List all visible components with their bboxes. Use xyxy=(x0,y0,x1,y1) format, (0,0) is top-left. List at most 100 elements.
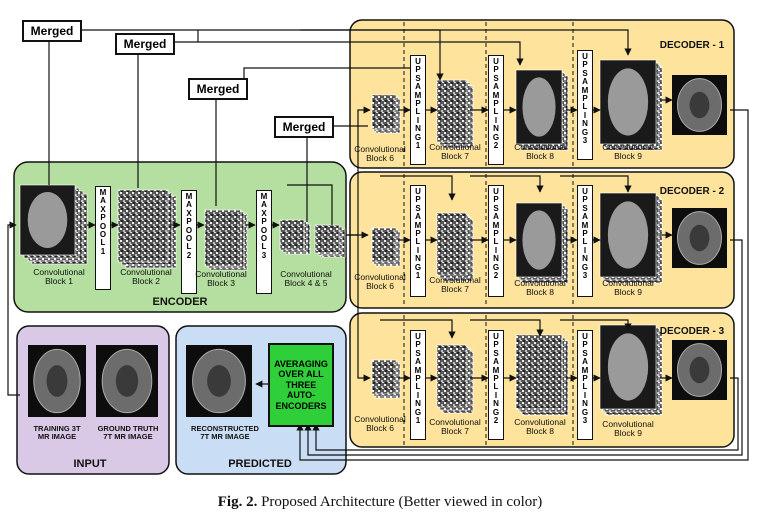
decoder-2-block-8-maps-brain xyxy=(522,210,556,270)
decoder-1-block-9-maps-brain xyxy=(607,68,649,136)
figure-caption: Fig. 2. Proposed Architecture (Better vi… xyxy=(0,494,760,511)
upsampling-letter: N xyxy=(415,399,421,409)
ground-truth-7t-image-ventricle xyxy=(115,365,139,397)
decoder-1-block-6-maps xyxy=(371,94,397,130)
upsampling-letter: S xyxy=(493,203,499,213)
decoder-1-block-7-label: Convolutional Block 7 xyxy=(429,142,481,162)
maxpool-letter: O xyxy=(99,221,107,231)
upsampling-letter: A xyxy=(582,212,588,222)
maxpool-letter: X xyxy=(100,204,106,214)
decoder-2-block-9-maps-brain xyxy=(607,201,649,269)
upsampling-letter: M xyxy=(492,365,500,375)
upsampling-letter: N xyxy=(493,399,499,409)
maxpool-letter: M xyxy=(99,188,107,197)
upsampling-letter: A xyxy=(493,212,499,222)
decoder-2-block-9-label: Convolutional Block 9 xyxy=(602,278,654,298)
merged-label-4: Merged xyxy=(274,116,334,138)
decoder-2-block-7-label: Convolutional Block 7 xyxy=(429,275,481,295)
encoder-block-2-label: Convolutional Block 2 xyxy=(120,267,172,287)
upsampling-letter: N xyxy=(582,254,588,264)
maxpool-letter: P xyxy=(186,217,192,227)
upsampling-letter: M xyxy=(492,220,500,230)
figure-caption-text: Proposed Architecture (Better viewed in … xyxy=(261,494,543,510)
upsampling-letter: S xyxy=(582,348,588,358)
upsampling-letter: A xyxy=(415,82,421,92)
maxpool-letter: O xyxy=(260,233,268,243)
decoder-1-block-7-maps xyxy=(436,79,468,143)
input-title: INPUT xyxy=(73,458,107,470)
upsampling-letter: L xyxy=(415,237,421,247)
maxpool-letter: M xyxy=(185,192,193,201)
upsampling-letter: L xyxy=(582,102,588,112)
decoder-2-block-6-label: Convolutional Block 6 xyxy=(354,272,406,292)
upsampling-letter: N xyxy=(493,124,499,134)
maxpool-letter: 1 xyxy=(100,246,106,256)
decoder-2-title: DECODER - 2 xyxy=(659,186,725,197)
upsampling-letter: P xyxy=(415,228,421,238)
upsampling-letter: I xyxy=(494,115,498,125)
upsampling-letter: S xyxy=(582,68,588,78)
upsampling-letter: P xyxy=(493,98,499,108)
upsampling-letter: L xyxy=(415,107,421,117)
training-image-label: TRAINING 3T MR IMAGE xyxy=(33,424,81,442)
upsampling-letter: 2 xyxy=(493,140,499,150)
upsampling-letter: A xyxy=(415,212,421,222)
decoder-3-block-6-maps xyxy=(371,359,397,395)
upsampling-letter: G xyxy=(414,262,422,272)
maxpool-letter: L xyxy=(261,242,267,252)
merged-label-3: Merged xyxy=(188,78,248,100)
upsampling-letter: 3 xyxy=(582,415,588,425)
maxpool-letter: A xyxy=(186,200,192,210)
upsampling-letter: S xyxy=(493,348,499,358)
upsampling-letter: S xyxy=(493,73,499,83)
upsampling-letter: N xyxy=(493,254,499,264)
upsampling-letter: M xyxy=(492,90,500,100)
upsampling-letter: P xyxy=(415,373,421,383)
upsampling-letter: S xyxy=(582,203,588,213)
upsampling-letter: M xyxy=(581,85,589,95)
predicted-title: PREDICTED xyxy=(228,458,292,470)
upsampling-letter: P xyxy=(582,373,588,383)
upsampling-letter: G xyxy=(581,262,589,272)
upsampling-letter: P xyxy=(415,340,421,350)
decoder-3-block-7-maps xyxy=(436,344,468,408)
maxpool-letter: O xyxy=(99,229,107,239)
upsampling-letter: N xyxy=(582,119,588,129)
encoder-block-2-maps xyxy=(117,189,169,263)
maxpool-letter: A xyxy=(100,196,106,206)
upsampling-letter: 3 xyxy=(582,270,588,280)
reconstructed-7t-image-ventricle xyxy=(207,365,231,397)
upsampling-letter: I xyxy=(416,245,420,255)
decoder-1-output-image-ventricle xyxy=(689,91,710,119)
upsampling-letter: 3 xyxy=(582,135,588,145)
decoder-1-block-9-label: Convolutional Block 9 xyxy=(602,142,654,162)
decoder-2-block-8-label: Convolutional Block 8 xyxy=(514,278,566,298)
ground-truth-image-label: GROUND TRUTH 7T MR IMAGE xyxy=(97,424,159,442)
upsampling-letter: I xyxy=(416,115,420,125)
upsampling-letter: U xyxy=(582,52,588,61)
encoder-block-45-label: Convolutional Block 4 & 5 xyxy=(280,269,332,289)
upsampling-letter: P xyxy=(582,195,588,205)
merged-label-2: Merged xyxy=(115,33,175,55)
training-3t-image-ventricle xyxy=(46,365,68,397)
decoder-1-block-6-label: Convolutional Block 6 xyxy=(354,144,406,164)
maxpool-letter: X xyxy=(186,208,192,218)
feature-map-images xyxy=(19,59,727,417)
upsampling-letter: G xyxy=(492,407,500,417)
decoder-3-title: DECODER - 3 xyxy=(659,326,725,337)
upsampling-letter: U xyxy=(582,332,588,341)
upsampling-letter: L xyxy=(415,382,421,392)
upsampling-letter: G xyxy=(492,132,500,142)
merged-label-1: Merged xyxy=(22,20,82,42)
upsampling-letter: L xyxy=(582,382,588,392)
decoder-1-block-8-maps-brain xyxy=(522,77,556,137)
upsampling-letter: 2 xyxy=(493,270,499,280)
upsampling-letter: I xyxy=(416,390,420,400)
decoder-2-output-image-ventricle xyxy=(689,224,710,252)
upsampling-letter: M xyxy=(414,365,422,375)
maxpool-letter: P xyxy=(100,213,106,223)
